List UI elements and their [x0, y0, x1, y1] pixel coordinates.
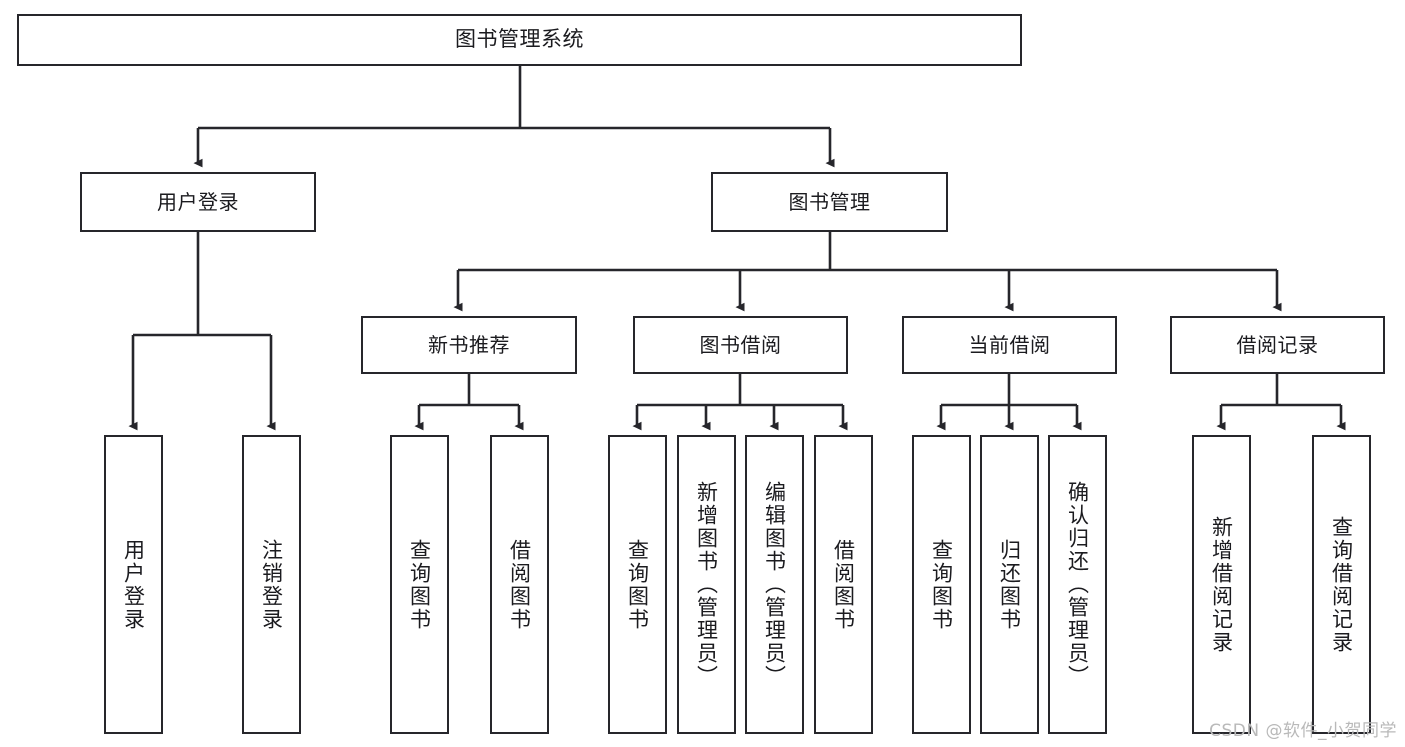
node-root-system[interactable]: 图书管理系统: [17, 14, 1022, 66]
watermark-text: CSDN @软件_小贺同学: [1209, 721, 1397, 741]
node-label: 图书管理系统: [455, 27, 584, 52]
leaf-return-book[interactable]: 归还图书: [980, 435, 1039, 734]
leaf-query-book-recommend[interactable]: 查询图书: [390, 435, 449, 734]
leaf-query-book-current[interactable]: 查询图书: [912, 435, 971, 734]
node-label: 借阅图书: [507, 538, 532, 631]
node-label: 查询图书: [625, 538, 650, 631]
node-borrow-record[interactable]: 借阅记录: [1170, 316, 1385, 374]
leaf-add-borrow-record[interactable]: 新增借阅记录: [1192, 435, 1251, 734]
node-label: 查询图书: [929, 538, 954, 631]
leaf-query-borrow-record[interactable]: 查询借阅记录: [1312, 435, 1371, 734]
leaf-borrow-book[interactable]: 借阅图书: [814, 435, 873, 734]
node-label: 借阅图书: [831, 538, 856, 631]
node-label: 查询图书: [407, 538, 432, 631]
node-new-book-recommend[interactable]: 新书推荐: [361, 316, 577, 374]
node-label: 图书管理: [788, 189, 871, 214]
node-label: 确认归还（管理员）: [1065, 481, 1090, 688]
node-book-borrow[interactable]: 图书借阅: [633, 316, 848, 374]
node-label: 编辑图书（管理员）: [762, 481, 787, 688]
node-label: 借阅记录: [1236, 332, 1319, 357]
node-label: 归还图书: [997, 538, 1022, 631]
node-label: 注销登录: [259, 538, 284, 631]
node-book-management[interactable]: 图书管理: [711, 172, 948, 232]
node-label: 新增借阅记录: [1209, 515, 1234, 654]
leaf-logout-login[interactable]: 注销登录: [242, 435, 301, 734]
node-user-login[interactable]: 用户登录: [80, 172, 316, 232]
node-label: 图书借阅: [699, 332, 782, 357]
node-label: 用户登录: [121, 538, 146, 631]
node-label: 当前借阅: [968, 332, 1051, 357]
leaf-edit-book-admin[interactable]: 编辑图书（管理员）: [745, 435, 804, 734]
node-label: 新增图书（管理员）: [694, 481, 719, 688]
leaf-user-login[interactable]: 用户登录: [104, 435, 163, 734]
leaf-borrow-book-recommend[interactable]: 借阅图书: [490, 435, 549, 734]
leaf-confirm-return-admin[interactable]: 确认归还（管理员）: [1048, 435, 1107, 734]
node-label: 查询借阅记录: [1329, 515, 1354, 654]
node-label: 新书推荐: [428, 332, 510, 357]
node-current-borrow[interactable]: 当前借阅: [902, 316, 1117, 374]
leaf-query-book-borrow[interactable]: 查询图书: [608, 435, 667, 734]
leaf-add-book-admin[interactable]: 新增图书（管理员）: [677, 435, 736, 734]
node-label: 用户登录: [157, 189, 239, 214]
